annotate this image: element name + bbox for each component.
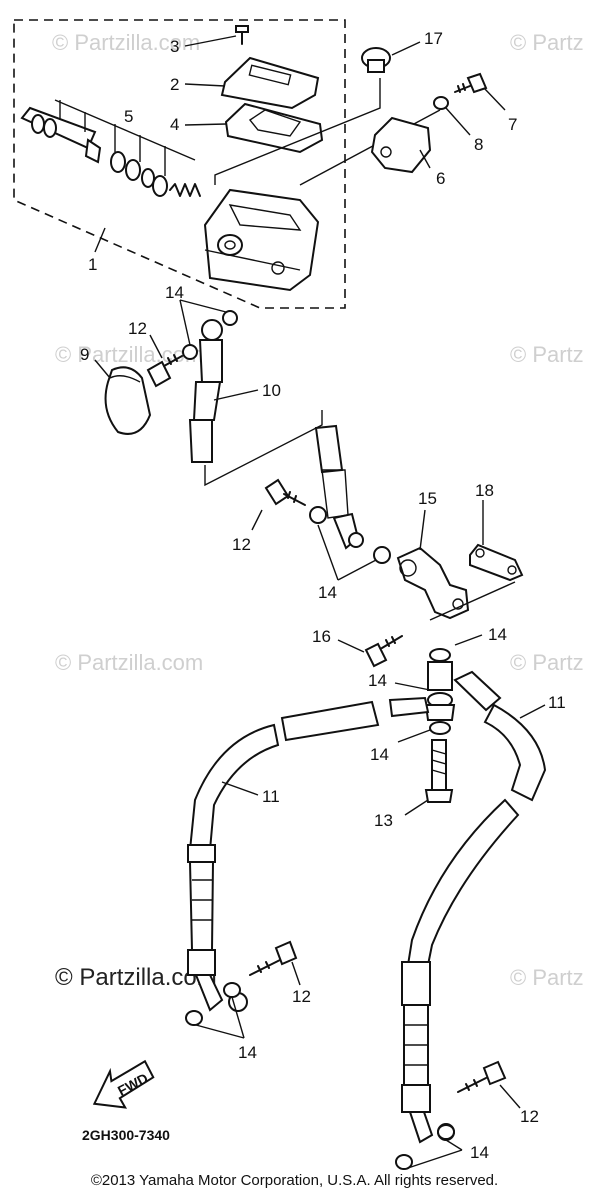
- callout-9: 9: [80, 345, 89, 364]
- watermark: © Partzilla.com: [52, 30, 200, 55]
- part-union-bolt-12[interactable]: [249, 940, 301, 986]
- leader-line: [214, 78, 381, 185]
- callout-4: 4: [170, 115, 179, 134]
- part-reservoir-cap-2[interactable]: [220, 56, 320, 110]
- part-joint-15[interactable]: [396, 509, 470, 620]
- part-brake-hose-10-lower-end[interactable]: [314, 424, 364, 550]
- copyright-footer: ©2013 Yamaha Motor Corporation, U.S.A. A…: [90, 1172, 499, 1189]
- part-bolt-16[interactable]: [337, 635, 403, 668]
- part-holder-6[interactable]: [370, 116, 432, 174]
- callout-17: 17: [424, 29, 443, 48]
- assembly-dashed-outline: [13, 19, 346, 309]
- watermark: © Partz: [510, 30, 584, 55]
- leader-line: [94, 227, 106, 253]
- callout-16: 16: [312, 627, 331, 646]
- part-union-bolt-12[interactable]: [251, 478, 306, 531]
- callout-10: 10: [262, 381, 281, 400]
- callout-3: 3: [170, 37, 179, 56]
- part-washer-14[interactable]: [309, 506, 391, 581]
- part-brake-hose-11-right[interactable]: [401, 670, 547, 1144]
- leader-line: [299, 109, 441, 186]
- callout-7: 7: [508, 115, 517, 134]
- leader-line: [184, 123, 227, 126]
- leader-line: [184, 83, 226, 87]
- watermark: © Partzilla.com: [55, 342, 203, 367]
- part-master-cylinder-1[interactable]: [203, 188, 320, 292]
- callout-1: 1: [88, 255, 97, 274]
- part-screw-3[interactable]: [235, 25, 249, 45]
- part-union-bolt-12[interactable]: [457, 1060, 521, 1109]
- part-washer-14[interactable]: [179, 299, 238, 360]
- callout-14: 14: [318, 583, 337, 602]
- part-cover-9[interactable]: [94, 359, 152, 435]
- callout-13: 13: [374, 811, 393, 830]
- part-diaphragm-4[interactable]: [224, 102, 324, 154]
- diagram-code: 2GH300-7340: [82, 1127, 170, 1143]
- part-union-bolt-12[interactable]: [146, 334, 183, 388]
- callout-5: 5: [124, 107, 133, 126]
- part-washer-14[interactable]: [395, 1124, 463, 1170]
- callout-18: 18: [475, 481, 494, 500]
- callout-11: 11: [262, 787, 280, 806]
- callout-6: 6: [436, 169, 445, 188]
- callout-14: 14: [368, 671, 387, 690]
- part-brake-hose-10[interactable]: [188, 319, 259, 463]
- watermark: © Partz: [510, 965, 584, 990]
- part-piston-kit-5[interactable]: [20, 99, 201, 197]
- part-three-way-joint[interactable]: [394, 634, 483, 743]
- watermark: © Partzilla.com: [55, 650, 203, 675]
- part-union-bolt-13[interactable]: [404, 739, 454, 816]
- callout-14: 14: [488, 625, 507, 644]
- part-washer-8[interactable]: [433, 96, 471, 136]
- callout-12: 12: [520, 1107, 539, 1126]
- callout-2: 2: [170, 75, 179, 94]
- watermark: © Partz: [510, 650, 584, 675]
- watermark: © Partz: [510, 342, 584, 367]
- callout-14: 14: [470, 1143, 489, 1162]
- forward-arrow-icon: FWD: [92, 1059, 155, 1109]
- part-cap-17[interactable]: [361, 41, 421, 73]
- callout-11: 11: [548, 693, 566, 712]
- callout-14: 14: [370, 745, 389, 764]
- callout-15: 15: [418, 489, 437, 508]
- callout-14: 14: [165, 283, 184, 302]
- callout-12: 12: [128, 319, 147, 338]
- callout-14: 14: [238, 1043, 257, 1062]
- part-plate-18[interactable]: [429, 500, 524, 621]
- leader-line: [204, 410, 323, 487]
- callout-12: 12: [232, 535, 251, 554]
- callout-8: 8: [474, 135, 483, 154]
- part-brake-hose-11-left[interactable]: [187, 696, 430, 1012]
- part-bolt-7[interactable]: [454, 72, 506, 111]
- leader-line: [184, 35, 237, 47]
- part-washer-14[interactable]: [185, 982, 245, 1039]
- callout-12: 12: [292, 987, 311, 1006]
